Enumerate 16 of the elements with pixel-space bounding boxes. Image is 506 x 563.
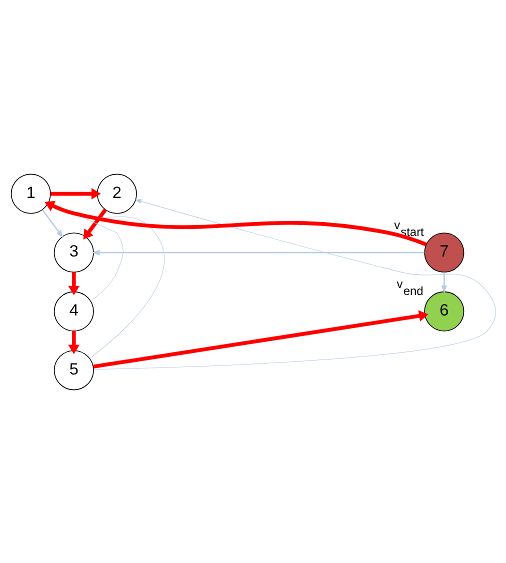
node-circle: 1	[10, 173, 50, 214]
arrow	[82, 208, 106, 239]
arrow	[440, 272, 447, 294]
arrow	[41, 208, 64, 238]
arrow	[92, 198, 496, 370]
arrow	[68, 330, 80, 354]
arrow	[92, 310, 428, 368]
node-circle: 6	[424, 290, 464, 331]
arrow	[50, 188, 100, 200]
node-circle: 7	[424, 232, 464, 272]
node-circle: 4	[53, 290, 94, 331]
arrow	[68, 272, 80, 295]
node-circle: 5	[53, 350, 94, 390]
node-circle: 2	[96, 173, 136, 214]
node-circle: 3	[53, 232, 94, 272]
arrow	[91, 249, 424, 255]
